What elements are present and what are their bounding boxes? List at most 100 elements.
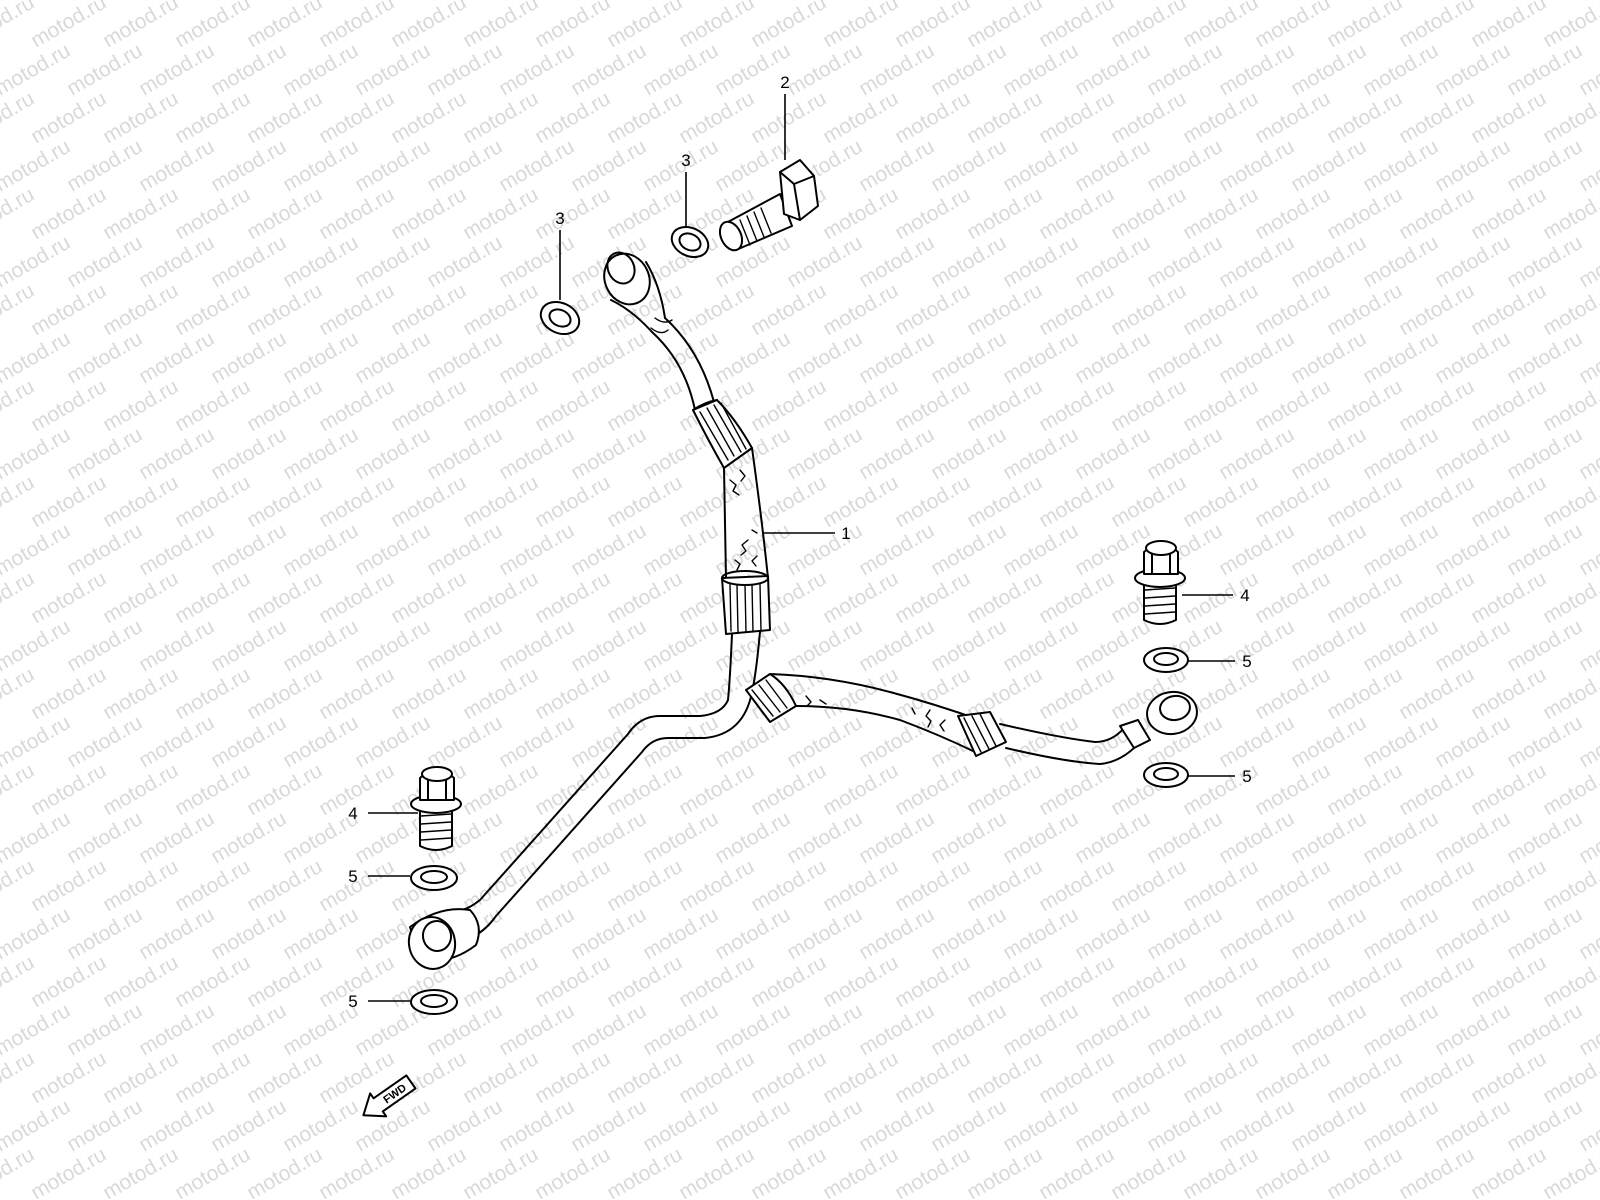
- watermark-text: motod.ru: [1431, 231, 1514, 292]
- watermark-text: motod.ru: [1467, 87, 1550, 148]
- watermark-text: motod.ru: [387, 279, 470, 340]
- watermark-text: motod.ru: [135, 327, 218, 388]
- watermark-text: motod.ru: [675, 0, 758, 52]
- watermark-text: motod.ru: [1431, 999, 1514, 1060]
- watermark-text: motod.ru: [567, 519, 650, 580]
- callout-5-right-lower: 5: [1242, 767, 1251, 786]
- watermark-text: motod.ru: [1215, 39, 1298, 100]
- watermark-text: motod.ru: [1035, 0, 1118, 52]
- watermark-text: motod.ru: [1467, 0, 1550, 52]
- watermark-text: motod.ru: [1287, 615, 1370, 676]
- watermark-text: motod.ru: [459, 87, 542, 148]
- oil-hose-assembly: [407, 251, 1198, 970]
- watermark-text: motod.ru: [1107, 951, 1190, 1012]
- watermark-text: motod.ru: [243, 375, 326, 436]
- watermark-text: motod.ru: [243, 183, 326, 244]
- watermark-text: motod.ru: [891, 471, 974, 532]
- watermark-text: motod.ru: [675, 471, 758, 532]
- watermark-text: motod.ru: [603, 0, 686, 52]
- watermark-text: motod.ru: [207, 711, 290, 772]
- watermark-text: motod.ru: [891, 183, 974, 244]
- watermark-text: motod.ru: [819, 0, 902, 52]
- watermark-text: motod.ru: [1107, 375, 1190, 436]
- watermark-text: motod.ru: [1395, 855, 1478, 916]
- watermark-text: motod.ru: [279, 519, 362, 580]
- watermark-text: motod.ru: [1251, 87, 1334, 148]
- watermark-text: motod.ru: [783, 807, 866, 868]
- watermark-text: motod.ru: [27, 279, 110, 340]
- watermark-text: motod.ru: [315, 87, 398, 148]
- watermark-text: motod.ru: [135, 39, 218, 100]
- watermark-text: motod.ru: [1179, 0, 1262, 52]
- watermark-text: motod.ru: [27, 375, 110, 436]
- watermark-text: motod.ru: [783, 519, 866, 580]
- watermark-text: motod.ru: [999, 519, 1082, 580]
- watermark-text: motod.ru: [1143, 807, 1226, 868]
- watermark-text: motod.ru: [711, 1095, 794, 1156]
- gasket-right-upper: [1143, 647, 1189, 673]
- watermark-text: motod.ru: [1179, 279, 1262, 340]
- watermark-text: motod.ru: [171, 375, 254, 436]
- watermark-text: motod.ru: [819, 663, 902, 724]
- watermark-text: motod.ru: [135, 999, 218, 1060]
- forward-arrow-icon: [362, 1074, 417, 1118]
- watermark-text: motod.ru: [531, 183, 614, 244]
- watermark-text: motod.ru: [495, 423, 578, 484]
- watermark-text: motod.ru: [27, 951, 110, 1012]
- watermark-text: motod.ru: [171, 183, 254, 244]
- callout-labels: 2 3 3 1 4 5 5 4 5 5: [348, 73, 1251, 1011]
- watermark-text: motod.ru: [1359, 327, 1442, 388]
- watermark-text: motod.ru: [1395, 951, 1478, 1012]
- watermark-text: motod.ru: [135, 1095, 218, 1156]
- watermark-text: motod.ru: [891, 951, 974, 1012]
- watermark-text: motod.ru: [351, 519, 434, 580]
- watermark-text: motod.ru: [927, 999, 1010, 1060]
- watermark-text: motod.ru: [531, 663, 614, 724]
- watermark-text: motod.ru: [27, 663, 110, 724]
- watermark-text: motod.ru: [1251, 471, 1334, 532]
- watermark-text: motod.ru: [1179, 1143, 1262, 1200]
- watermark-text: motod.ru: [459, 951, 542, 1012]
- watermark-text: motod.ru: [963, 0, 1046, 52]
- watermark-text: motod.ru: [1395, 375, 1478, 436]
- watermark-text: motod.ru: [315, 183, 398, 244]
- watermark-text: motod.ru: [1467, 855, 1550, 916]
- watermark-text: motod.ru: [243, 1143, 326, 1200]
- watermark-text: motod.ru: [1395, 1143, 1478, 1200]
- watermark-text: motod.ru: [63, 327, 146, 388]
- watermark-text: motod.ru: [531, 375, 614, 436]
- watermark-text: motod.ru: [783, 231, 866, 292]
- watermark-text: motod.ru: [315, 1143, 398, 1200]
- watermark-text: motod.ru: [567, 711, 650, 772]
- watermark-text: motod.ru: [63, 519, 146, 580]
- watermark-text: motod.ru: [819, 375, 902, 436]
- watermark-text: motod.ru: [1143, 903, 1226, 964]
- watermark-text: motod.ru: [963, 471, 1046, 532]
- watermark-text: motod.ru: [0, 0, 38, 52]
- watermark-text: motod.ru: [1143, 39, 1226, 100]
- watermark-text: motod.ru: [351, 423, 434, 484]
- watermark-text: motod.ru: [27, 183, 110, 244]
- watermark-text: motod.ru: [783, 1095, 866, 1156]
- watermark-text: motod.ru: [855, 807, 938, 868]
- watermark-text: motod.ru: [423, 423, 506, 484]
- watermark-text: motod.ru: [1251, 1047, 1334, 1108]
- watermark-text: motod.ru: [1215, 327, 1298, 388]
- watermark-text: motod.ru: [603, 375, 686, 436]
- watermark-text: motod.ru: [171, 279, 254, 340]
- watermark-text: motod.ru: [1215, 519, 1298, 580]
- watermark-text: motod.ru: [1359, 999, 1442, 1060]
- watermark-text: motod.ru: [891, 87, 974, 148]
- watermark-text: motod.ru: [99, 0, 182, 52]
- watermark-text: motod.ru: [243, 0, 326, 52]
- callout-4-left: 4: [348, 804, 357, 823]
- watermark-text: motod.ru: [675, 951, 758, 1012]
- watermark-text: motod.ru: [783, 39, 866, 100]
- watermark-text: motod.ru: [639, 615, 722, 676]
- watermark-text: motod.ru: [27, 1143, 110, 1200]
- watermark-text: motod.ru: [711, 903, 794, 964]
- watermark-text: motod.ru: [459, 1047, 542, 1108]
- watermark-text: motod.ru: [963, 375, 1046, 436]
- watermark-text: motod.ru: [1431, 711, 1514, 772]
- watermark-text: motod.ru: [1467, 951, 1550, 1012]
